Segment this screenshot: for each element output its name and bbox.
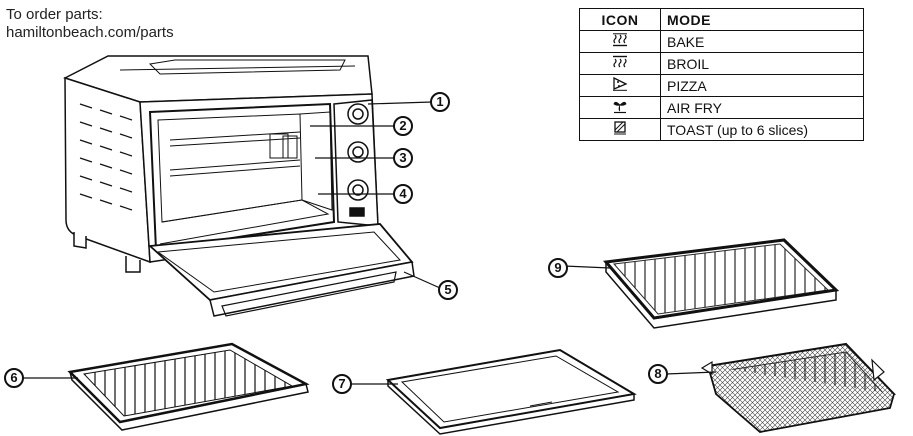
air-fry-basket xyxy=(700,342,897,433)
mode-row: TOAST (up to 6 slices) xyxy=(579,118,864,141)
callout-1: 1 xyxy=(430,92,450,112)
order-parts-url: hamiltonbeach.com/parts xyxy=(6,24,174,41)
leader-lines xyxy=(22,101,717,385)
mode-table-header: ICON MODE xyxy=(579,8,864,31)
wire-rack xyxy=(603,238,840,329)
callout-3: 3 xyxy=(393,148,413,168)
mode-label: TOAST (up to 6 slices) xyxy=(660,118,864,141)
mode-row: AIR FRY xyxy=(579,96,864,119)
toaster-oven xyxy=(63,55,415,317)
callout-4: 4 xyxy=(393,184,413,204)
baking-pan xyxy=(385,348,637,435)
callout-2: 2 xyxy=(393,116,413,136)
mode-label: AIR FRY xyxy=(660,96,864,119)
order-parts-info: To order parts: hamiltonbeach.com/parts xyxy=(6,6,174,42)
callout-6: 6 xyxy=(4,368,24,388)
callout-7: 7 xyxy=(332,374,352,394)
mode-table: ICON MODE BAKE BROIL PIZZA AIR FRY TOAST… xyxy=(579,8,864,141)
callout-8: 8 xyxy=(648,364,668,384)
broil-rack-pan xyxy=(67,342,310,431)
callout-9: 9 xyxy=(548,258,568,278)
order-parts-label: To order parts: xyxy=(6,6,103,23)
callout-5: 5 xyxy=(438,280,458,300)
